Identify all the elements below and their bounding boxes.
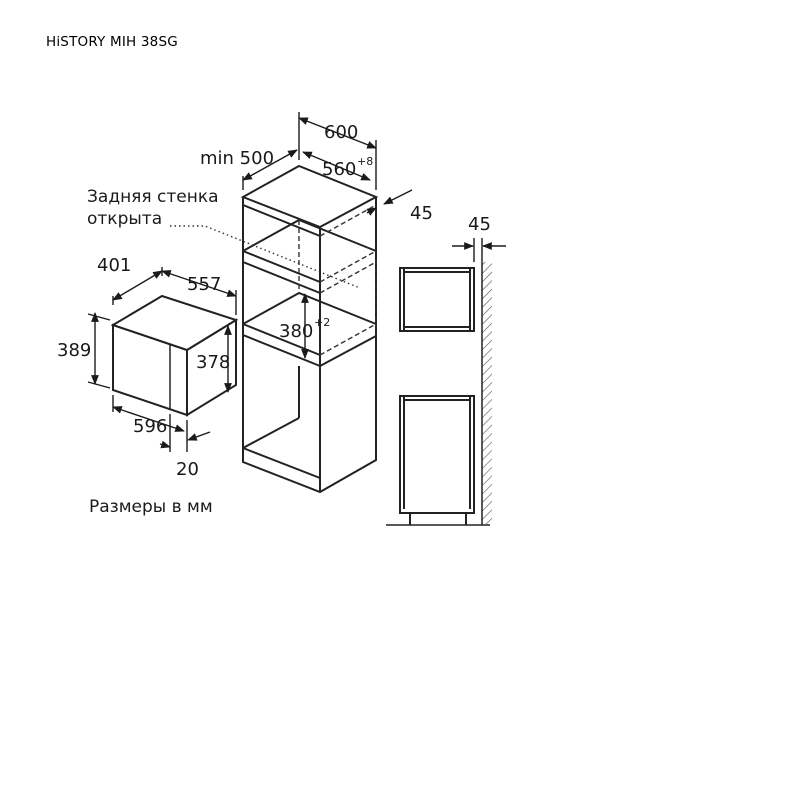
microwave-dimension-lines [87,267,237,452]
dim-side-wall-gap: 45 [468,214,491,235]
note-rear-wall-line1: Задняя стенка [87,187,219,207]
dim-door-thickness: 20 [176,459,199,480]
dim-microwave-height: 389 [57,340,91,361]
side-view-cabinet [386,267,490,526]
units-note: Размеры в мм [89,497,213,517]
dim-niche-width-tolerance: +8 [357,155,373,168]
dim-niche-width: 560 [322,159,356,180]
open-back-dashed [298,204,377,356]
dim-cabinet-width: 600 [324,122,358,143]
note-rear-wall-line2: открыта [87,209,162,229]
dim-rear-gap: 45 [410,203,433,224]
dim-microwave-front-width: 596 [133,416,167,437]
dim-microwave-width: 557 [187,274,221,295]
cabinet-dimension-lines [242,112,413,359]
side-view-dimension-lines [452,238,506,262]
dim-niche-height-tolerance: +2 [314,316,330,329]
dim-microwave-depth: 401 [97,255,131,276]
tall-cabinet [240,164,379,494]
wall-hatch [481,262,492,525]
model-title: HiSTORY MIH 38SG [46,34,178,50]
microwave-appliance [110,294,239,417]
dim-microwave-inner-height: 378 [196,352,230,373]
dim-niche-height: 380 [279,321,313,342]
dim-cabinet-min-depth: min 500 [200,148,274,169]
